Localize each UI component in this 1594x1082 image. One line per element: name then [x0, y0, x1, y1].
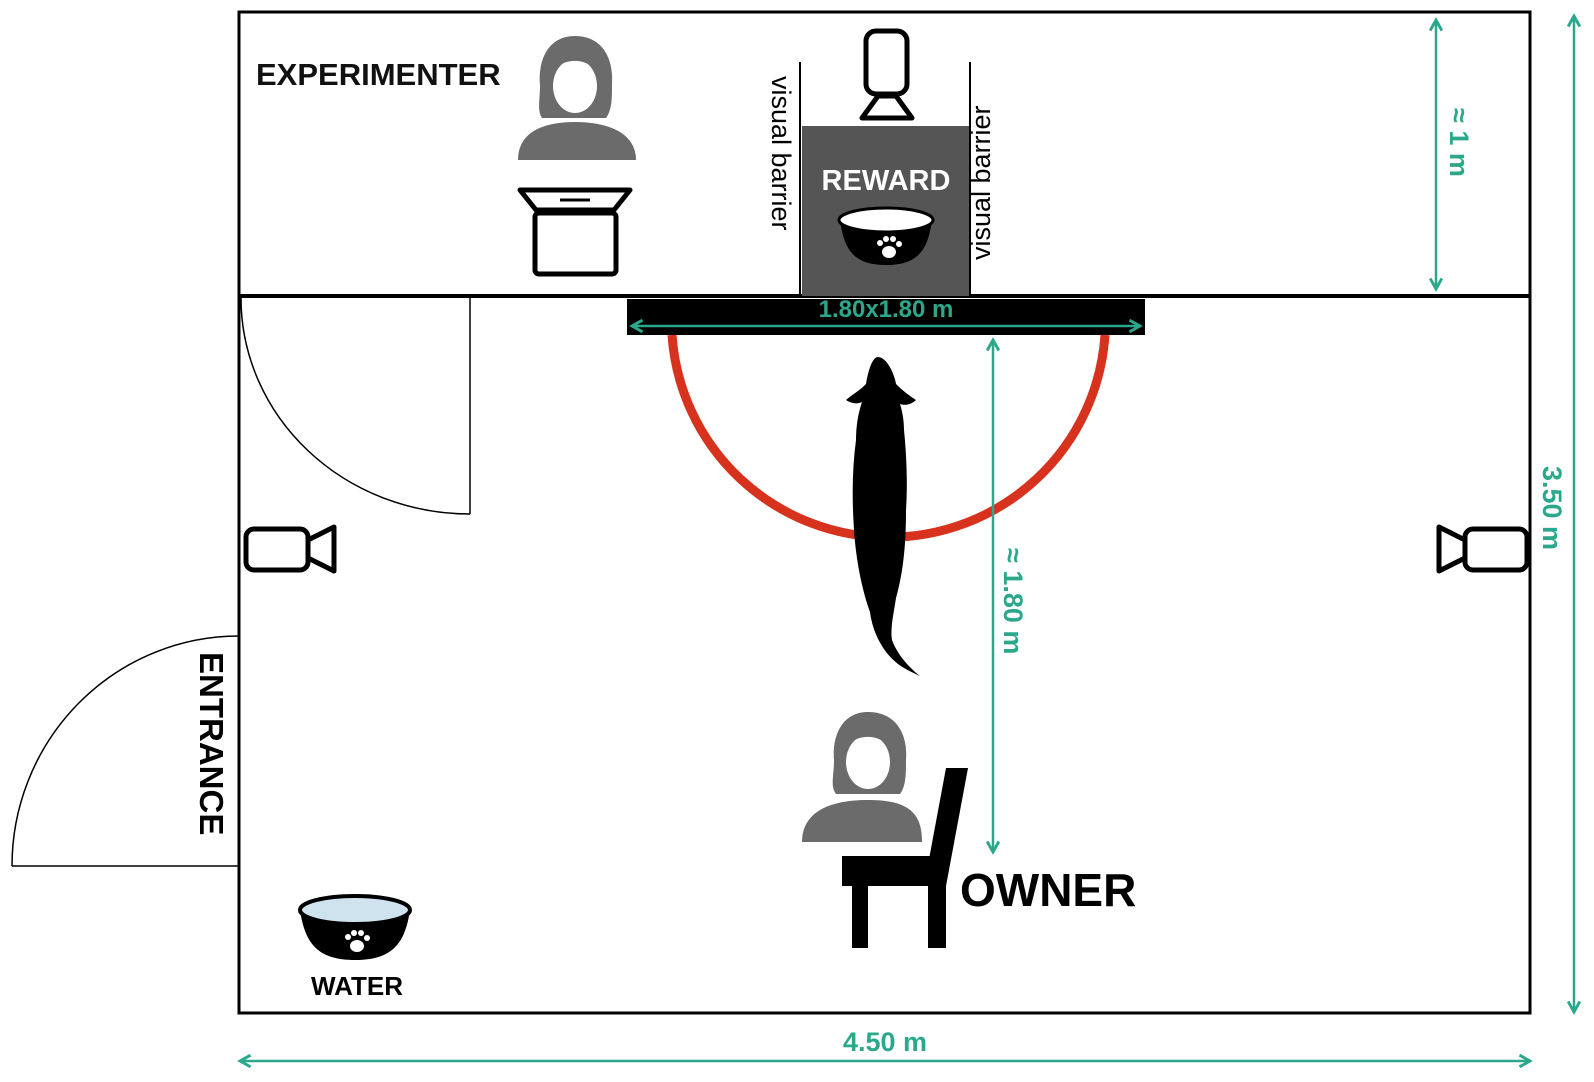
- dog-icon: [846, 357, 920, 676]
- visual-barrier-right-label: visual barrier: [966, 105, 996, 260]
- video-camera-left-icon: [243, 524, 337, 574]
- room-length-label: 3.50 m: [1537, 466, 1567, 550]
- water-bowl-icon: [298, 894, 412, 960]
- room-width-label: 4.50 m: [843, 1027, 927, 1057]
- inner-door: [240, 297, 471, 515]
- camera-stand-icon: [859, 28, 915, 121]
- paw-icon: [345, 930, 370, 952]
- reward-bowl-icon: [837, 206, 935, 265]
- owner-label: OWNER: [960, 864, 1136, 916]
- experimenter-label: EXPERIMENTER: [256, 57, 501, 92]
- water-label: WATER: [311, 971, 403, 1001]
- paw-icon: [877, 236, 902, 258]
- entrance-door: [11, 635, 240, 867]
- owner-person-icon: [802, 712, 922, 842]
- entrance-label: ENTRANCE: [193, 652, 230, 835]
- chair-icon: [842, 768, 968, 948]
- experimenter-zone-label: ≈ 1 m: [1444, 108, 1474, 177]
- experimenter-person-icon: [518, 36, 636, 160]
- reward-label: REWARD: [822, 165, 951, 197]
- video-camera-right-icon: [1436, 524, 1530, 574]
- dog-owner-distance-label: ≈ 1.80 m: [998, 548, 1028, 654]
- laptop-icon: [517, 187, 633, 277]
- visual-barrier-left-label: visual barrier: [766, 76, 796, 231]
- barrier-size-label: 1.80x1.80 m: [819, 296, 954, 323]
- room-outline: [237, 10, 1532, 1015]
